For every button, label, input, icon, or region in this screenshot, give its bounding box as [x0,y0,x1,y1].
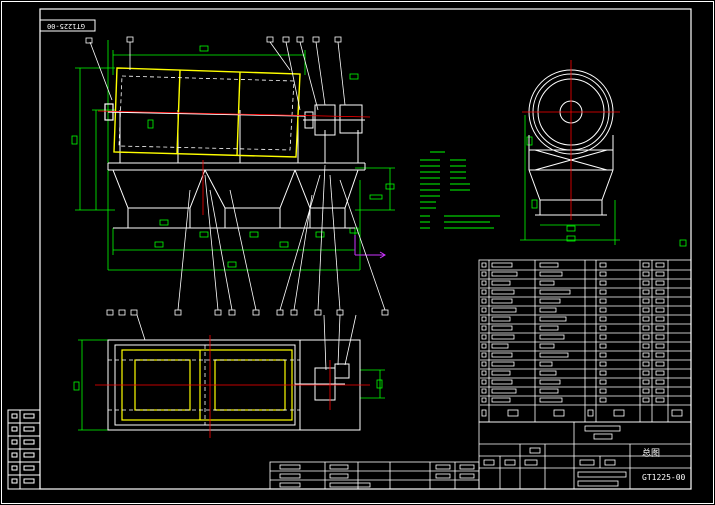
front-centerlines [97,110,371,215]
parts-list-entries [481,262,683,417]
axis-marker [354,235,386,259]
title-block [478,421,692,490]
front-leaders [85,36,389,316]
drawing-title-code: GT1225-00 [642,473,686,482]
left-revision-strip [7,409,41,490]
side-centerlines [522,60,620,220]
stamp-box [39,19,96,32]
front-base-frame [107,104,366,229]
side-view [520,60,687,247]
signature-block [269,461,480,490]
drawing-stamp-code: GT1225-00 [47,22,85,30]
front-shaft [104,103,306,121]
technical-notes [420,151,500,229]
parts-list [478,259,692,423]
front-dimensions [71,40,395,271]
plan-view [73,309,385,438]
plan-dimensions [73,339,385,431]
side-dimensions [520,115,687,247]
drawing-title-name: 总图 [642,449,661,459]
front-drum-inner [118,75,295,151]
plan-leaders [106,309,357,371]
plan-hidden [108,345,300,425]
front-view [71,36,395,316]
plan-centerlines [95,335,370,438]
